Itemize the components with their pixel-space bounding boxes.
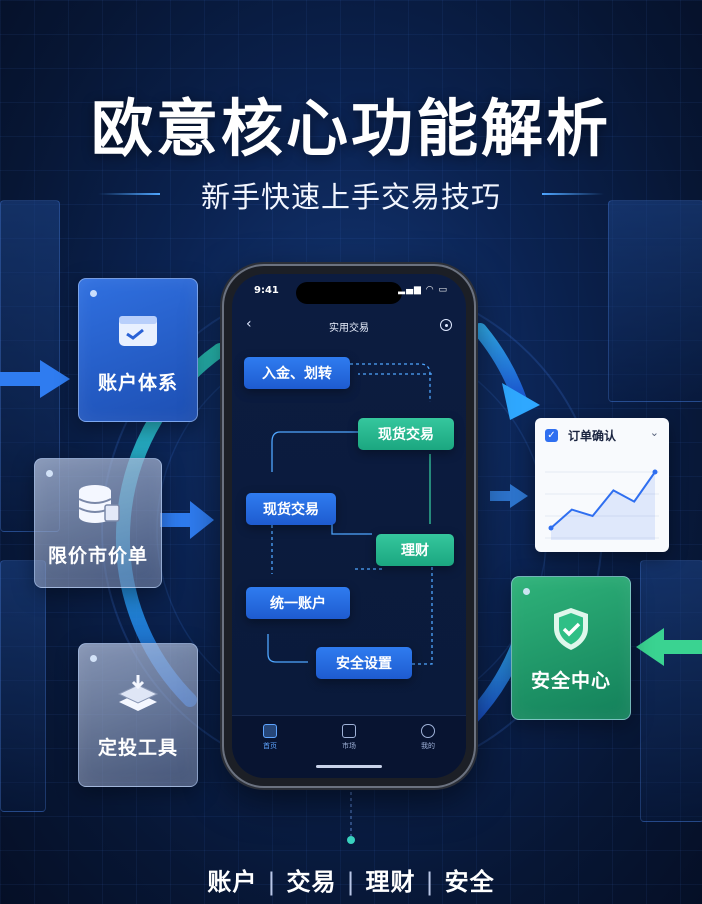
checkbox-icon: ✓ xyxy=(545,429,558,442)
card-dot xyxy=(90,290,97,297)
main-title: 欧意核心功能解析 xyxy=(90,92,611,165)
back-arrow-icon[interactable]: ‹ xyxy=(246,316,252,332)
left-arrow-bar xyxy=(0,372,40,386)
connector-deposit-to-spot xyxy=(350,363,431,402)
security-center-card[interactable]: 安全中心 xyxy=(511,576,631,720)
phone-screen: 9:41 ▂▄▆ ◠ ▭ ‹ 实用交易 入金、划转 现货交易 现货交易 理财 统… xyxy=(232,274,466,778)
right-mid-arrow-bar xyxy=(490,491,510,501)
tab-label: 我的 xyxy=(421,742,435,750)
mid-arrow-bar xyxy=(160,513,190,527)
dca-tool-card[interactable]: 定投工具 xyxy=(78,643,198,787)
subtitle-row: 新手快速上手交易技巧 xyxy=(0,170,702,216)
database-icon xyxy=(78,484,120,523)
tab-label: 首页 xyxy=(263,742,277,750)
account-system-card[interactable]: 账户体系 xyxy=(78,278,198,422)
chevron-down-icon[interactable]: ⌄ xyxy=(649,426,659,439)
bottom-connector-dot xyxy=(347,836,355,844)
user-icon xyxy=(421,724,435,738)
trend-point xyxy=(548,525,554,531)
footer-tag-wealth: 理财 xyxy=(365,868,416,896)
connector-security-return xyxy=(412,564,433,665)
green-arrow-icon xyxy=(636,628,664,666)
status-signal-wifi-battery-icon: ▂▄▆ ◠ ▭ xyxy=(398,285,448,295)
right-dashboard-panel xyxy=(608,200,702,402)
connector-left-to-wealth xyxy=(331,504,372,535)
connector-unified-to-security xyxy=(267,634,308,663)
flow-connectors xyxy=(267,363,433,665)
right-dashboard-panel-lower xyxy=(640,560,702,822)
order-confirm-title: 订单确认 xyxy=(568,429,617,443)
subtitle-line-right xyxy=(542,193,604,195)
right-mid-arrow-icon xyxy=(510,484,528,508)
left-arrow-icon xyxy=(40,360,70,398)
mid-arrow-icon xyxy=(190,501,214,539)
left-dashboard-panel-lower xyxy=(0,560,46,812)
screen-title: 实用交易 xyxy=(329,323,369,334)
card-dot xyxy=(46,470,53,477)
dynamic-island xyxy=(296,282,402,304)
bottom-tab-bar: 首页 市场 我的 xyxy=(232,715,466,778)
wallet-icon xyxy=(119,315,157,346)
flow-node-unified-account[interactable]: 统一账户 xyxy=(246,587,350,619)
card-dot xyxy=(523,588,530,595)
subtitle: 新手快速上手交易技巧 xyxy=(200,180,501,214)
card-label: 安全中心 xyxy=(530,669,611,692)
footer-tag-security: 安全 xyxy=(444,868,495,896)
shield-check-icon xyxy=(554,607,588,650)
card-label: 限价市价单 xyxy=(47,544,148,567)
card-label: 定投工具 xyxy=(97,736,178,759)
card-label: 账户体系 xyxy=(97,371,178,394)
layers-icon xyxy=(117,674,159,711)
connector-spot-to-left xyxy=(271,431,358,472)
flow-node-deposit-transfer[interactable]: 入金、划转 xyxy=(244,357,350,389)
home-indicator xyxy=(316,765,382,768)
tab-label: 市场 xyxy=(342,742,356,750)
tab-market[interactable]: 市场 xyxy=(329,724,369,751)
flow-node-security-settings[interactable]: 安全设置 xyxy=(316,647,412,679)
order-confirm-card[interactable]: ✓ 订单确认 ⌄ xyxy=(535,418,669,552)
footer-tag-trading: 交易 xyxy=(286,868,337,896)
subtitle-line-left xyxy=(98,193,160,195)
home-icon xyxy=(263,724,277,738)
flow-node-wealth[interactable]: 理财 xyxy=(376,534,454,566)
footer-tags: 账户|交易|理财|安全 xyxy=(207,868,495,896)
flow-node-spot-trading-right[interactable]: 现货交易 xyxy=(358,418,454,450)
tab-profile[interactable]: 我的 xyxy=(408,724,448,751)
trend-point xyxy=(652,469,658,475)
status-time: 9:41 xyxy=(254,285,279,296)
market-icon xyxy=(342,724,356,738)
card-dot xyxy=(90,655,97,662)
more-options-icon[interactable] xyxy=(440,319,452,331)
flow-node-spot-trading-left[interactable]: 现货交易 xyxy=(246,493,336,525)
phone-mockup: 9:41 ▂▄▆ ◠ ▭ ‹ 实用交易 入金、划转 现货交易 现货交易 理财 统… xyxy=(224,266,474,786)
order-trend-chart xyxy=(545,469,659,540)
limit-market-order-card[interactable]: 限价市价单 xyxy=(34,458,162,588)
footer-tag-account: 账户 xyxy=(207,868,258,896)
tab-home[interactable]: 首页 xyxy=(250,724,290,751)
arrow-right-icon xyxy=(502,383,540,420)
green-arrow-bar xyxy=(664,640,702,654)
trend-area xyxy=(551,472,655,540)
trend-line xyxy=(550,471,656,529)
